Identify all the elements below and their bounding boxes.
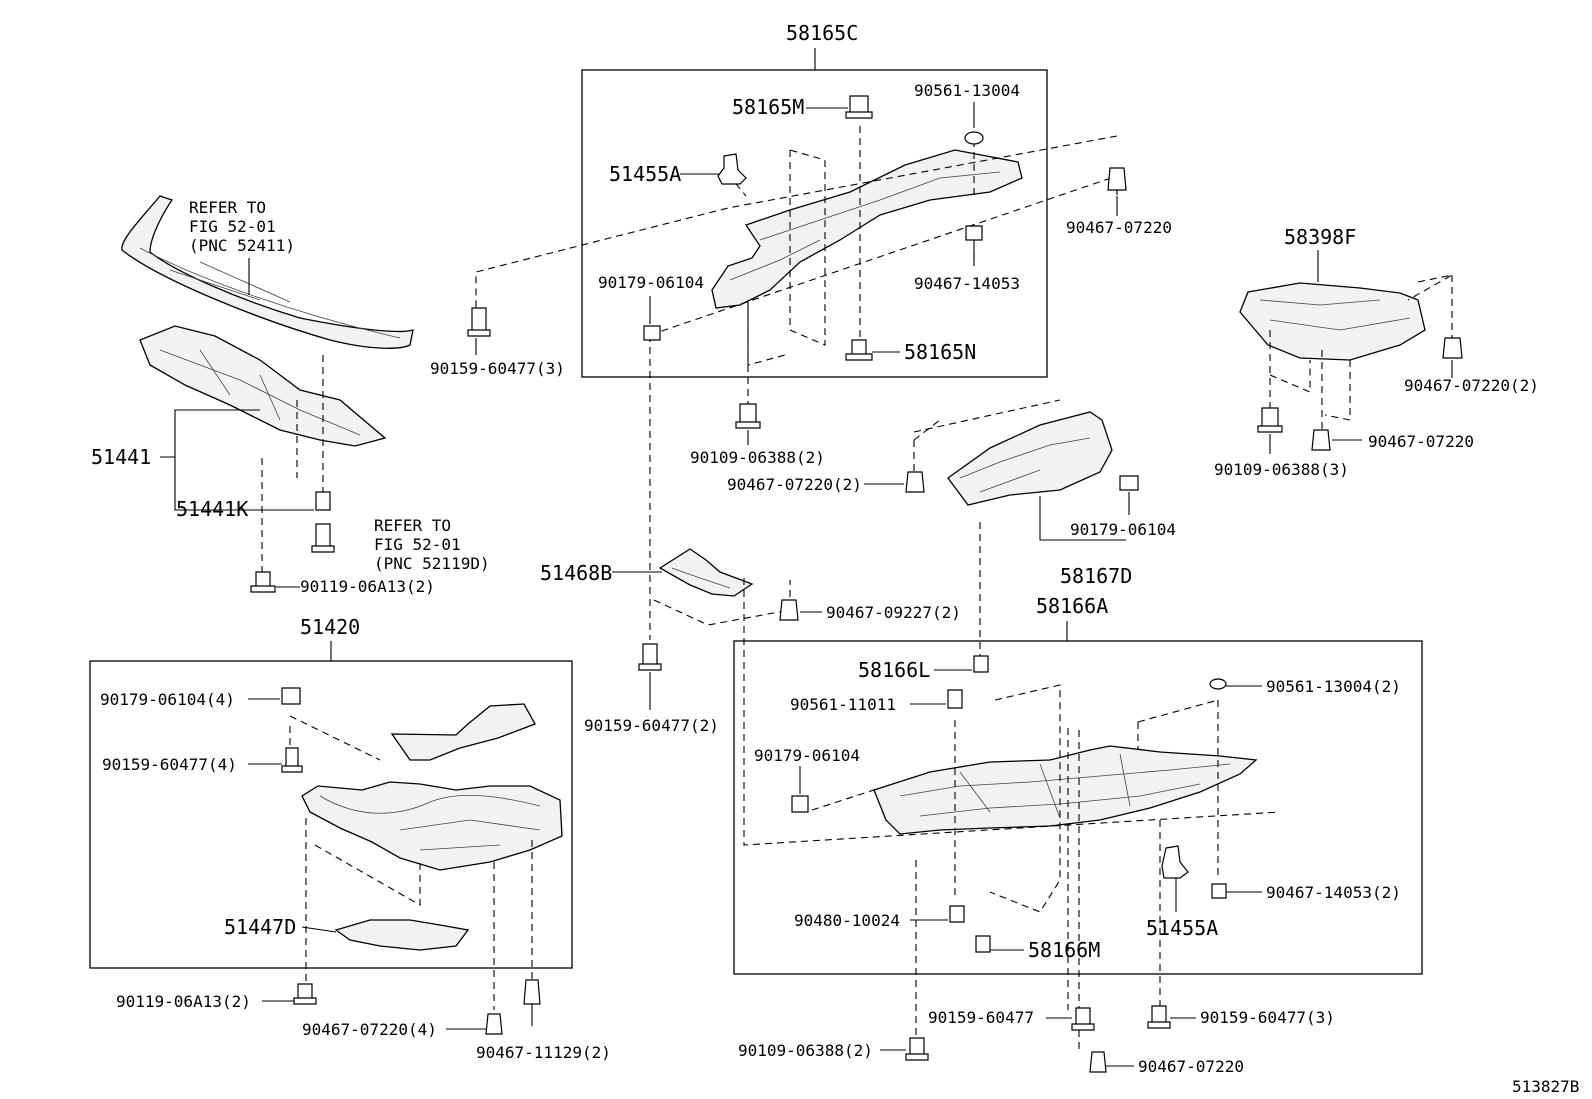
label-90561-13004-2: 90561-13004(2) (1266, 677, 1401, 696)
label-58166L: 58166L (858, 658, 930, 682)
cover-51420-top-part (390, 703, 536, 761)
label-90467-07220-2-right: 90467-07220(2) (1404, 376, 1539, 395)
label-90561-13004: 90561-13004 (914, 81, 1020, 100)
label-90119-06A13-2-bottom: 90119-06A13(2) (116, 992, 251, 1011)
group-label-58165C: 58165C (786, 21, 858, 45)
label-51447D: 51447D (224, 915, 296, 939)
group-label-58166A: 58166A (1036, 594, 1108, 618)
label-90109-06388-3: 90109-06388(3) (1214, 460, 1349, 479)
label-90119-06A13-2-top: 90119-06A13(2) (300, 577, 435, 596)
label-90159-60477-3-top: 90159-60477(3) (430, 359, 565, 378)
label-90480-10024: 90480-10024 (794, 911, 900, 930)
group-label-51468B: 51468B (540, 561, 612, 585)
label-90467-07220-top: 90467-07220 (1066, 218, 1172, 237)
cover-58166A-part (873, 745, 1258, 835)
group-label-51420: 51420 (300, 615, 360, 639)
label-58165M: 58165M (732, 95, 804, 119)
bracket-51468B-part (658, 548, 754, 597)
label-90179-06104-top: 90179-06104 (598, 273, 704, 292)
label-90561-11011: 90561-11011 (790, 695, 896, 714)
label-90467-09227-2: 90467-09227(2) (826, 603, 961, 622)
refer-note-52411: REFER TO FIG 52-01 (PNC 52411) (189, 198, 295, 255)
diagram-id: 513827B (1512, 1077, 1579, 1096)
label-90467-07220-4: 90467-07220(4) (302, 1020, 437, 1039)
cover-51447D-part (334, 919, 470, 951)
group-label-58167D: 58167D (1060, 564, 1132, 588)
fasteners (250, 95, 1463, 1073)
leader-lines (160, 102, 1453, 1067)
svg-text:REFER TO: REFER TO (189, 198, 266, 217)
label-90179-06104-4: 90179-06104(4) (100, 690, 235, 709)
label-90467-11129-2: 90467-11129(2) (476, 1043, 611, 1062)
label-58166M: 58166M (1028, 938, 1100, 962)
bracket-58167D-part (947, 411, 1113, 506)
under-cover-51441-part (139, 325, 387, 447)
svg-text:FIG 52-01: FIG 52-01 (189, 217, 276, 236)
label-90467-07220-right: 90467-07220 (1368, 432, 1474, 451)
label-51441K: 51441K (176, 497, 248, 521)
label-90179-06104-low: 90179-06104 (754, 746, 860, 765)
label-90159-60477-2: 90159-60477(2) (584, 716, 719, 735)
bumper-cover-part (121, 195, 414, 349)
label-90159-60477-4: 90159-60477(4) (102, 755, 237, 774)
group-label-58398F: 58398F (1284, 225, 1356, 249)
svg-text:(PNC 52411): (PNC 52411) (189, 236, 295, 255)
group-label-51441: 51441 (91, 445, 151, 469)
label-90467-07220-2-mid: 90467-07220(2) (727, 475, 862, 494)
label-58165N: 58165N (904, 340, 976, 364)
label-90109-06388-2-top: 90109-06388(2) (690, 448, 825, 467)
label-90159-60477-low: 90159-60477 (928, 1008, 1034, 1027)
label-90109-06388-2-low: 90109-06388(2) (738, 1041, 873, 1060)
label-90179-06104-mid: 90179-06104 (1070, 520, 1176, 539)
label-90467-07220-low: 90467-07220 (1138, 1057, 1244, 1076)
refer-note-52119D: REFER TO FIG 52-01 (PNC 52119D) (374, 516, 490, 573)
label-90467-14053-2: 90467-14053(2) (1266, 883, 1401, 902)
group-box-58166A (733, 640, 1423, 975)
svg-text:(PNC 52119D): (PNC 52119D) (374, 554, 490, 573)
svg-text:FIG 52-01: FIG 52-01 (374, 535, 461, 554)
cover-51420-main-part (301, 781, 563, 871)
label-90159-60477-3-low: 90159-60477(3) (1200, 1008, 1335, 1027)
label-90467-14053-top: 90467-14053 (914, 274, 1020, 293)
svg-text:REFER TO: REFER TO (374, 516, 451, 535)
label-51455A-low: 51455A (1146, 916, 1218, 940)
label-51455A-top: 51455A (609, 162, 681, 186)
plate-58398F-part (1239, 282, 1426, 361)
